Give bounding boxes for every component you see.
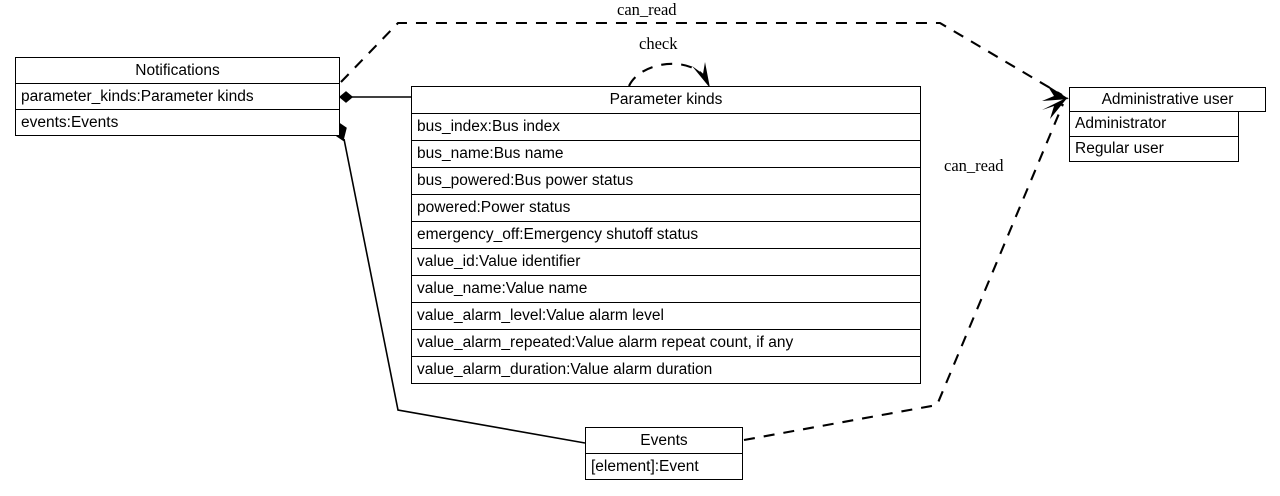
class-node-administrative-user[interactable]: Administrative user Administrator Regula… bbox=[1069, 87, 1266, 162]
class-attribute-row: bus_index:Bus index bbox=[411, 113, 921, 141]
class-attribute-row: bus_name:Bus name bbox=[411, 140, 921, 168]
class-attribute-row: powered:Power status bbox=[411, 194, 921, 222]
filled-diamond-icon bbox=[338, 91, 354, 103]
class-node-notifications[interactable]: Notifications parameter_kinds:Parameter … bbox=[15, 57, 340, 136]
class-node-events[interactable]: Events [element]:Event bbox=[585, 427, 743, 480]
class-attribute-row: emergency_off:Emergency shutoff status bbox=[411, 221, 921, 249]
class-attribute-row: value_name:Value name bbox=[411, 275, 921, 303]
class-attribute-row: events:Events bbox=[15, 109, 340, 136]
class-title-events: Events bbox=[585, 427, 743, 454]
edge-label-can-read-top: can_read bbox=[617, 0, 677, 19]
class-attribute-row: value_id:Value identifier bbox=[411, 248, 921, 276]
open-arrow-icon bbox=[1042, 85, 1069, 101]
class-attribute-row: value_alarm_repeated:Value alarm repeat … bbox=[411, 329, 921, 357]
edge-check-loop bbox=[628, 62, 710, 88]
open-arrow-icon bbox=[1042, 97, 1068, 119]
edge-label-can-read-bottom: can_read bbox=[944, 156, 1004, 175]
open-arrow-icon bbox=[692, 62, 710, 88]
class-attribute-row: Administrator bbox=[1069, 111, 1239, 137]
edge-label-check: check bbox=[639, 34, 678, 53]
class-attribute-row: [element]:Event bbox=[585, 453, 743, 480]
class-attribute-row: value_alarm_level:Value alarm level bbox=[411, 302, 921, 330]
edge-composition-parameter-kinds bbox=[338, 91, 411, 103]
class-title-parameter-kinds: Parameter kinds bbox=[411, 86, 921, 114]
class-attribute-row: parameter_kinds:Parameter kinds bbox=[15, 83, 340, 110]
class-title-notifications: Notifications bbox=[15, 57, 340, 84]
class-attribute-row: bus_powered:Bus power status bbox=[411, 167, 921, 195]
class-attribute-row: value_alarm_duration:Value alarm duratio… bbox=[411, 356, 921, 384]
class-node-parameter-kinds[interactable]: Parameter kinds bus_index:Bus index bus_… bbox=[411, 86, 921, 384]
class-attribute-row: Regular user bbox=[1069, 136, 1239, 162]
class-title-administrative-user: Administrative user bbox=[1069, 87, 1266, 112]
